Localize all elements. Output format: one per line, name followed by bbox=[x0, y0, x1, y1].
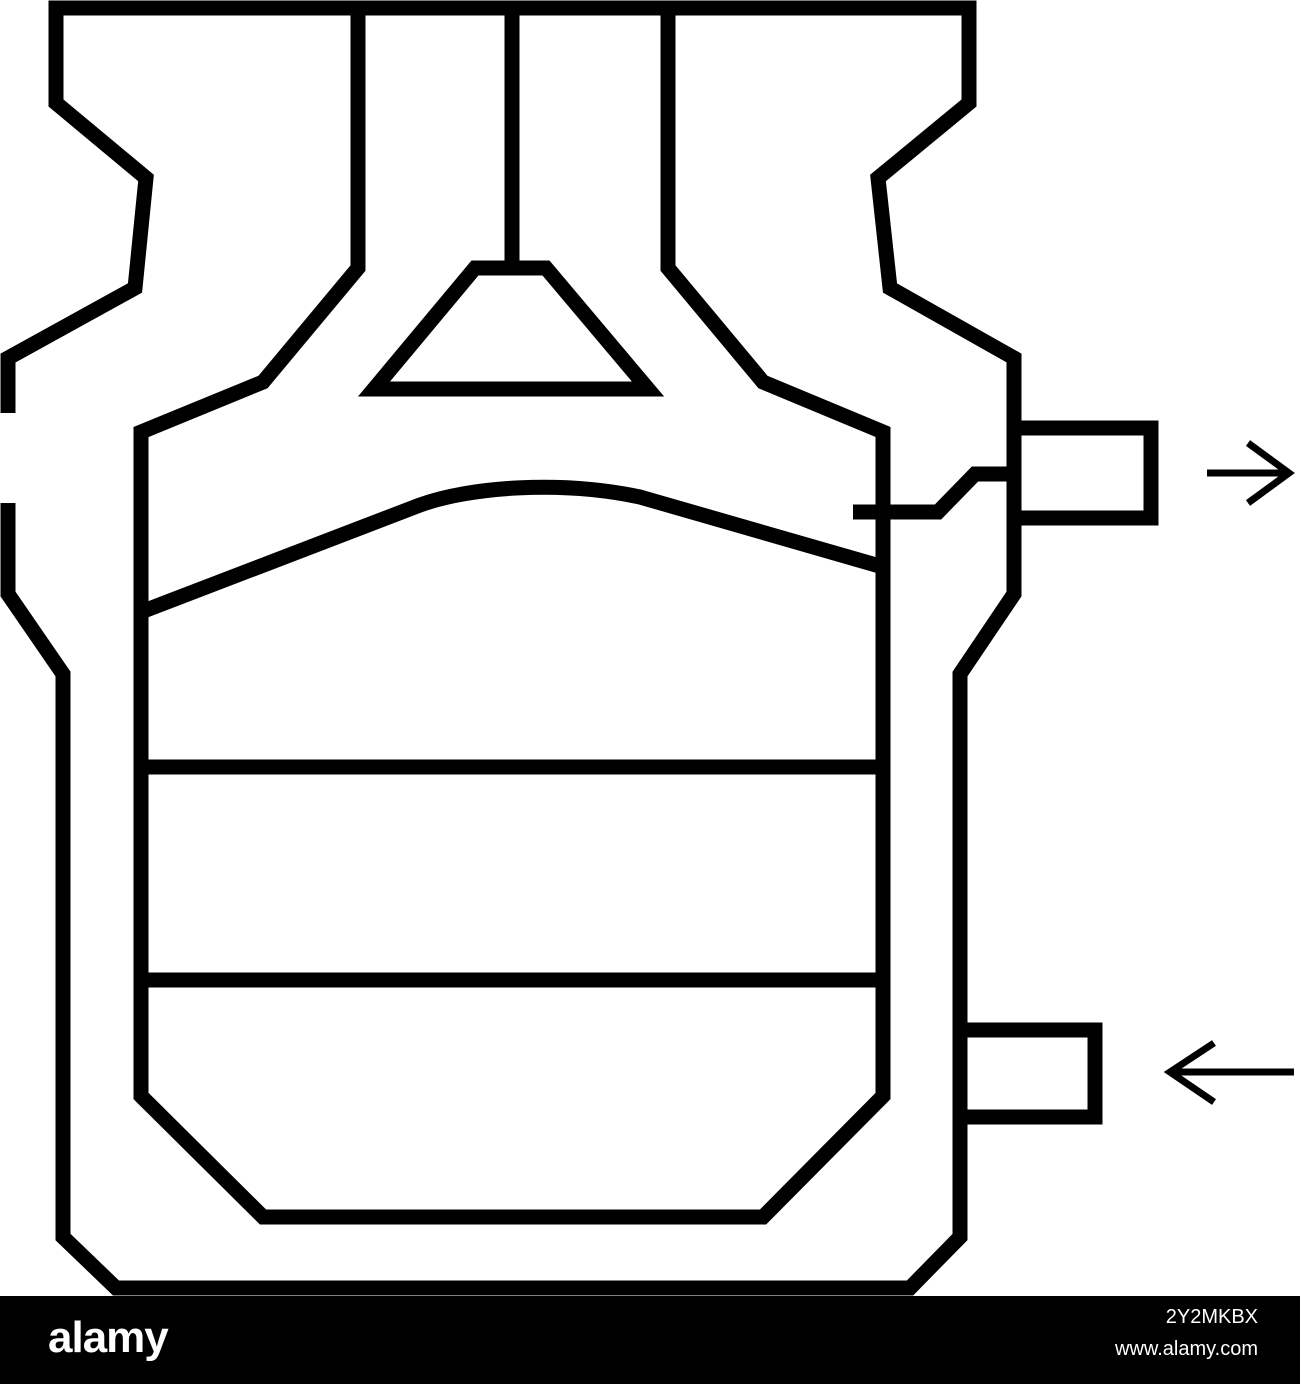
septic-tank-diagram bbox=[0, 0, 1295, 1296]
outlet-pipe bbox=[853, 420, 1295, 526]
inlet-vent-pipe bbox=[357, 8, 665, 397]
tank-outer-shell bbox=[0, 0, 1022, 1296]
vent-pipe-cap bbox=[357, 260, 665, 397]
outlet-pipe-body bbox=[1014, 420, 1159, 526]
tank-outer-wall-upper bbox=[0, 0, 1022, 1296]
arrow-left-icon bbox=[1163, 1040, 1294, 1105]
inlet-pipe bbox=[960, 1022, 1294, 1125]
outlet-baffle bbox=[853, 466, 1014, 520]
sludge-layers bbox=[138, 479, 886, 988]
watermark-url: www.alamy.com bbox=[1115, 1338, 1258, 1360]
image-id: 2Y2MKBX bbox=[1165, 1306, 1258, 1328]
watermark-bar: alamy 2Y2MKBX www.alamy.com bbox=[0, 1296, 1300, 1384]
tank-inner-chamber bbox=[133, 8, 891, 1225]
alamy-logo: alamy bbox=[48, 1313, 169, 1362]
inner-chamber-wall bbox=[133, 8, 891, 1225]
scum-layer-surface bbox=[138, 479, 886, 620]
inlet-pipe-body bbox=[960, 1022, 1103, 1125]
arrow-right-icon bbox=[1207, 440, 1295, 506]
